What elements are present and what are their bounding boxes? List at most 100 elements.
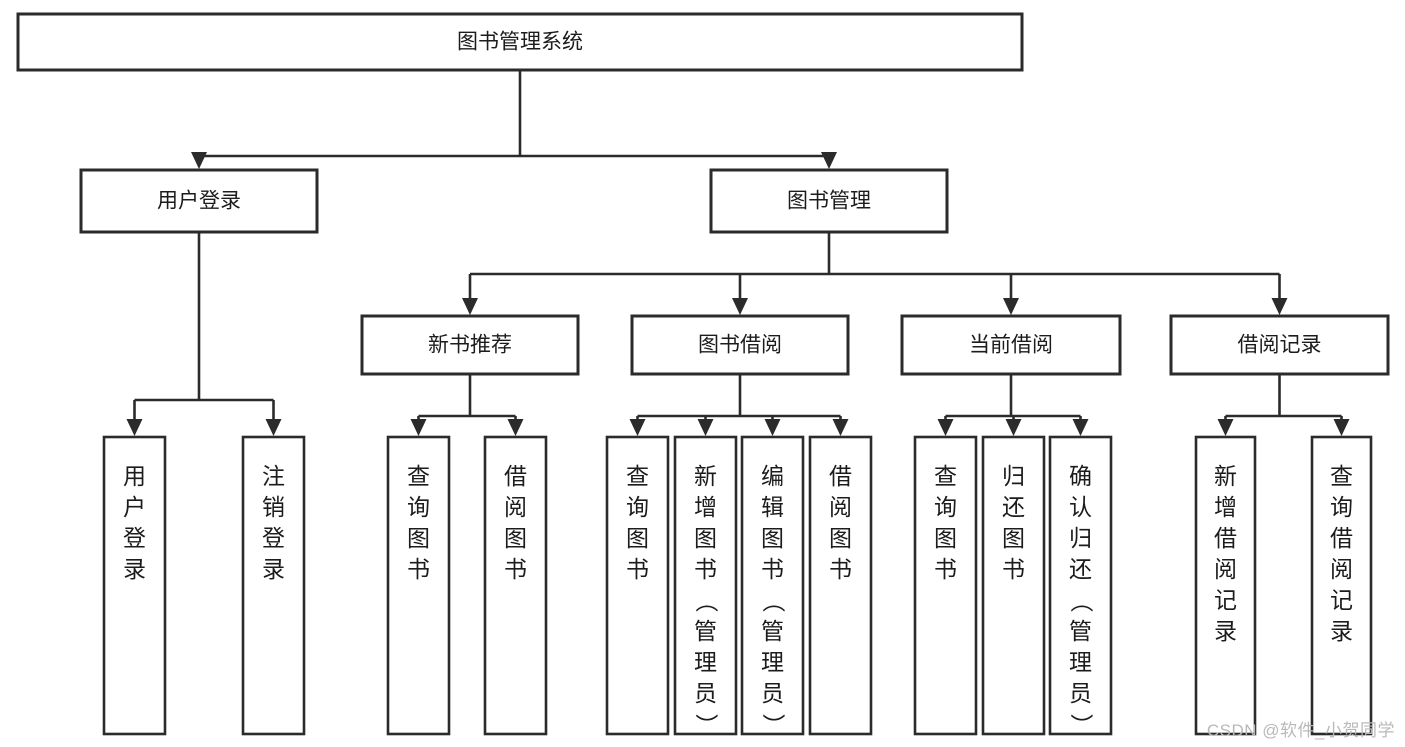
svg-text:书: 书	[1002, 556, 1025, 582]
leaf-node-4-查询图书[interactable]	[605, 435, 670, 736]
level3-node-label-0: 新书推荐	[428, 334, 512, 357]
svg-text:理: 理	[761, 649, 784, 675]
svg-text:询: 询	[626, 494, 649, 520]
svg-text:书: 书	[407, 556, 430, 582]
svg-text:录: 录	[1330, 618, 1353, 644]
svg-text:新: 新	[694, 463, 717, 489]
level2-node-用户登录[interactable]	[79, 168, 319, 234]
svg-text:图: 图	[504, 525, 527, 551]
svg-text:查: 查	[1330, 463, 1353, 489]
svg-text:还: 还	[1069, 556, 1092, 582]
svg-text:图: 图	[934, 525, 957, 551]
level2-node-label-1: 图书管理	[787, 190, 871, 213]
svg-text:登: 登	[123, 525, 146, 551]
edge-layer	[126, 70, 1350, 436]
svg-text:归: 归	[1002, 463, 1025, 489]
svg-text:归: 归	[1069, 525, 1092, 551]
svg-text:查: 查	[626, 463, 649, 489]
svg-text:）: ）	[1069, 714, 1095, 737]
svg-text:新: 新	[1214, 463, 1237, 489]
leaf-node-1-注销登录[interactable]	[241, 435, 306, 736]
svg-text:户: 户	[123, 494, 146, 520]
svg-text:书: 书	[829, 556, 852, 582]
svg-text:图: 图	[407, 525, 430, 551]
root-node-label: 图书管理系统	[457, 31, 583, 54]
leaf-node-8-查询图书[interactable]	[913, 435, 978, 736]
svg-text:登: 登	[262, 525, 285, 551]
svg-text:借: 借	[829, 463, 852, 489]
svg-text:用: 用	[123, 463, 146, 489]
leaf-node-11-新增借阅记录[interactable]	[1194, 435, 1257, 736]
svg-text:确: 确	[1069, 463, 1092, 489]
svg-text:认: 认	[1069, 494, 1092, 520]
svg-text:（: （	[1069, 590, 1095, 613]
svg-text:阅: 阅	[1330, 556, 1353, 582]
level2-node-label-0: 用户登录	[157, 190, 241, 213]
svg-text:理: 理	[694, 649, 717, 675]
leaf-node-10-确认归还管理员[interactable]	[1048, 435, 1113, 736]
svg-text:录: 录	[262, 556, 285, 582]
svg-text:图: 图	[829, 525, 852, 551]
level3-node-label-2: 当前借阅	[969, 334, 1053, 357]
root-node-图书管理系统[interactable]	[16, 12, 1024, 72]
svg-text:查: 查	[934, 463, 957, 489]
svg-text:）: ）	[761, 714, 787, 737]
leaf-node-6-编辑图书管理员[interactable]	[740, 435, 805, 736]
svg-text:图: 图	[761, 525, 784, 551]
svg-text:注: 注	[262, 463, 285, 489]
svg-text:图: 图	[626, 525, 649, 551]
leaf-node-0-用户登录[interactable]	[102, 435, 167, 736]
svg-text:记: 记	[1214, 587, 1237, 613]
svg-text:借: 借	[504, 463, 527, 489]
svg-text:书: 书	[626, 556, 649, 582]
svg-text:录: 录	[123, 556, 146, 582]
svg-text:询: 询	[407, 494, 430, 520]
svg-text:图: 图	[694, 525, 717, 551]
svg-text:辑: 辑	[761, 494, 784, 520]
level3-node-借阅记录[interactable]	[1169, 314, 1390, 376]
leaf-node-5-新增图书管理员[interactable]	[673, 435, 738, 736]
svg-text:阅: 阅	[1214, 556, 1237, 582]
svg-text:管: 管	[761, 618, 784, 644]
level2-node-图书管理[interactable]	[709, 168, 949, 234]
svg-text:管: 管	[694, 618, 717, 644]
svg-text:询: 询	[1330, 494, 1353, 520]
node-layer: 图书管理系统用户登录图书管理新书推荐图书借阅当前借阅借阅记录用户登录注销登录查询…	[16, 12, 1390, 737]
leaf-node-label-0: 用户登录	[123, 463, 146, 582]
svg-text:书: 书	[504, 556, 527, 582]
svg-text:）: ）	[694, 714, 720, 737]
level3-node-新书推荐[interactable]	[360, 314, 580, 376]
level3-node-图书借阅[interactable]	[630, 314, 850, 376]
level3-node-label-1: 图书借阅	[698, 334, 782, 357]
leaf-node-2-查询图书[interactable]	[386, 435, 451, 736]
svg-text:书: 书	[761, 556, 784, 582]
svg-text:图: 图	[1002, 525, 1025, 551]
level3-node-当前借阅[interactable]	[900, 314, 1122, 376]
level3-node-label-3: 借阅记录	[1238, 334, 1322, 357]
leaf-node-9-归还图书[interactable]	[981, 435, 1046, 736]
svg-text:还: 还	[1002, 494, 1025, 520]
svg-text:员: 员	[694, 680, 717, 706]
svg-text:管: 管	[1069, 618, 1092, 644]
svg-text:录: 录	[1214, 618, 1237, 644]
leaf-node-3-借阅图书[interactable]	[483, 435, 548, 736]
svg-text:员: 员	[761, 680, 784, 706]
svg-text:（: （	[694, 590, 720, 613]
leaf-node-12-查询借阅记录[interactable]	[1310, 435, 1373, 736]
svg-text:询: 询	[934, 494, 957, 520]
leaf-node-7-借阅图书[interactable]	[808, 435, 873, 736]
svg-text:借: 借	[1214, 525, 1237, 551]
svg-text:理: 理	[1069, 649, 1092, 675]
